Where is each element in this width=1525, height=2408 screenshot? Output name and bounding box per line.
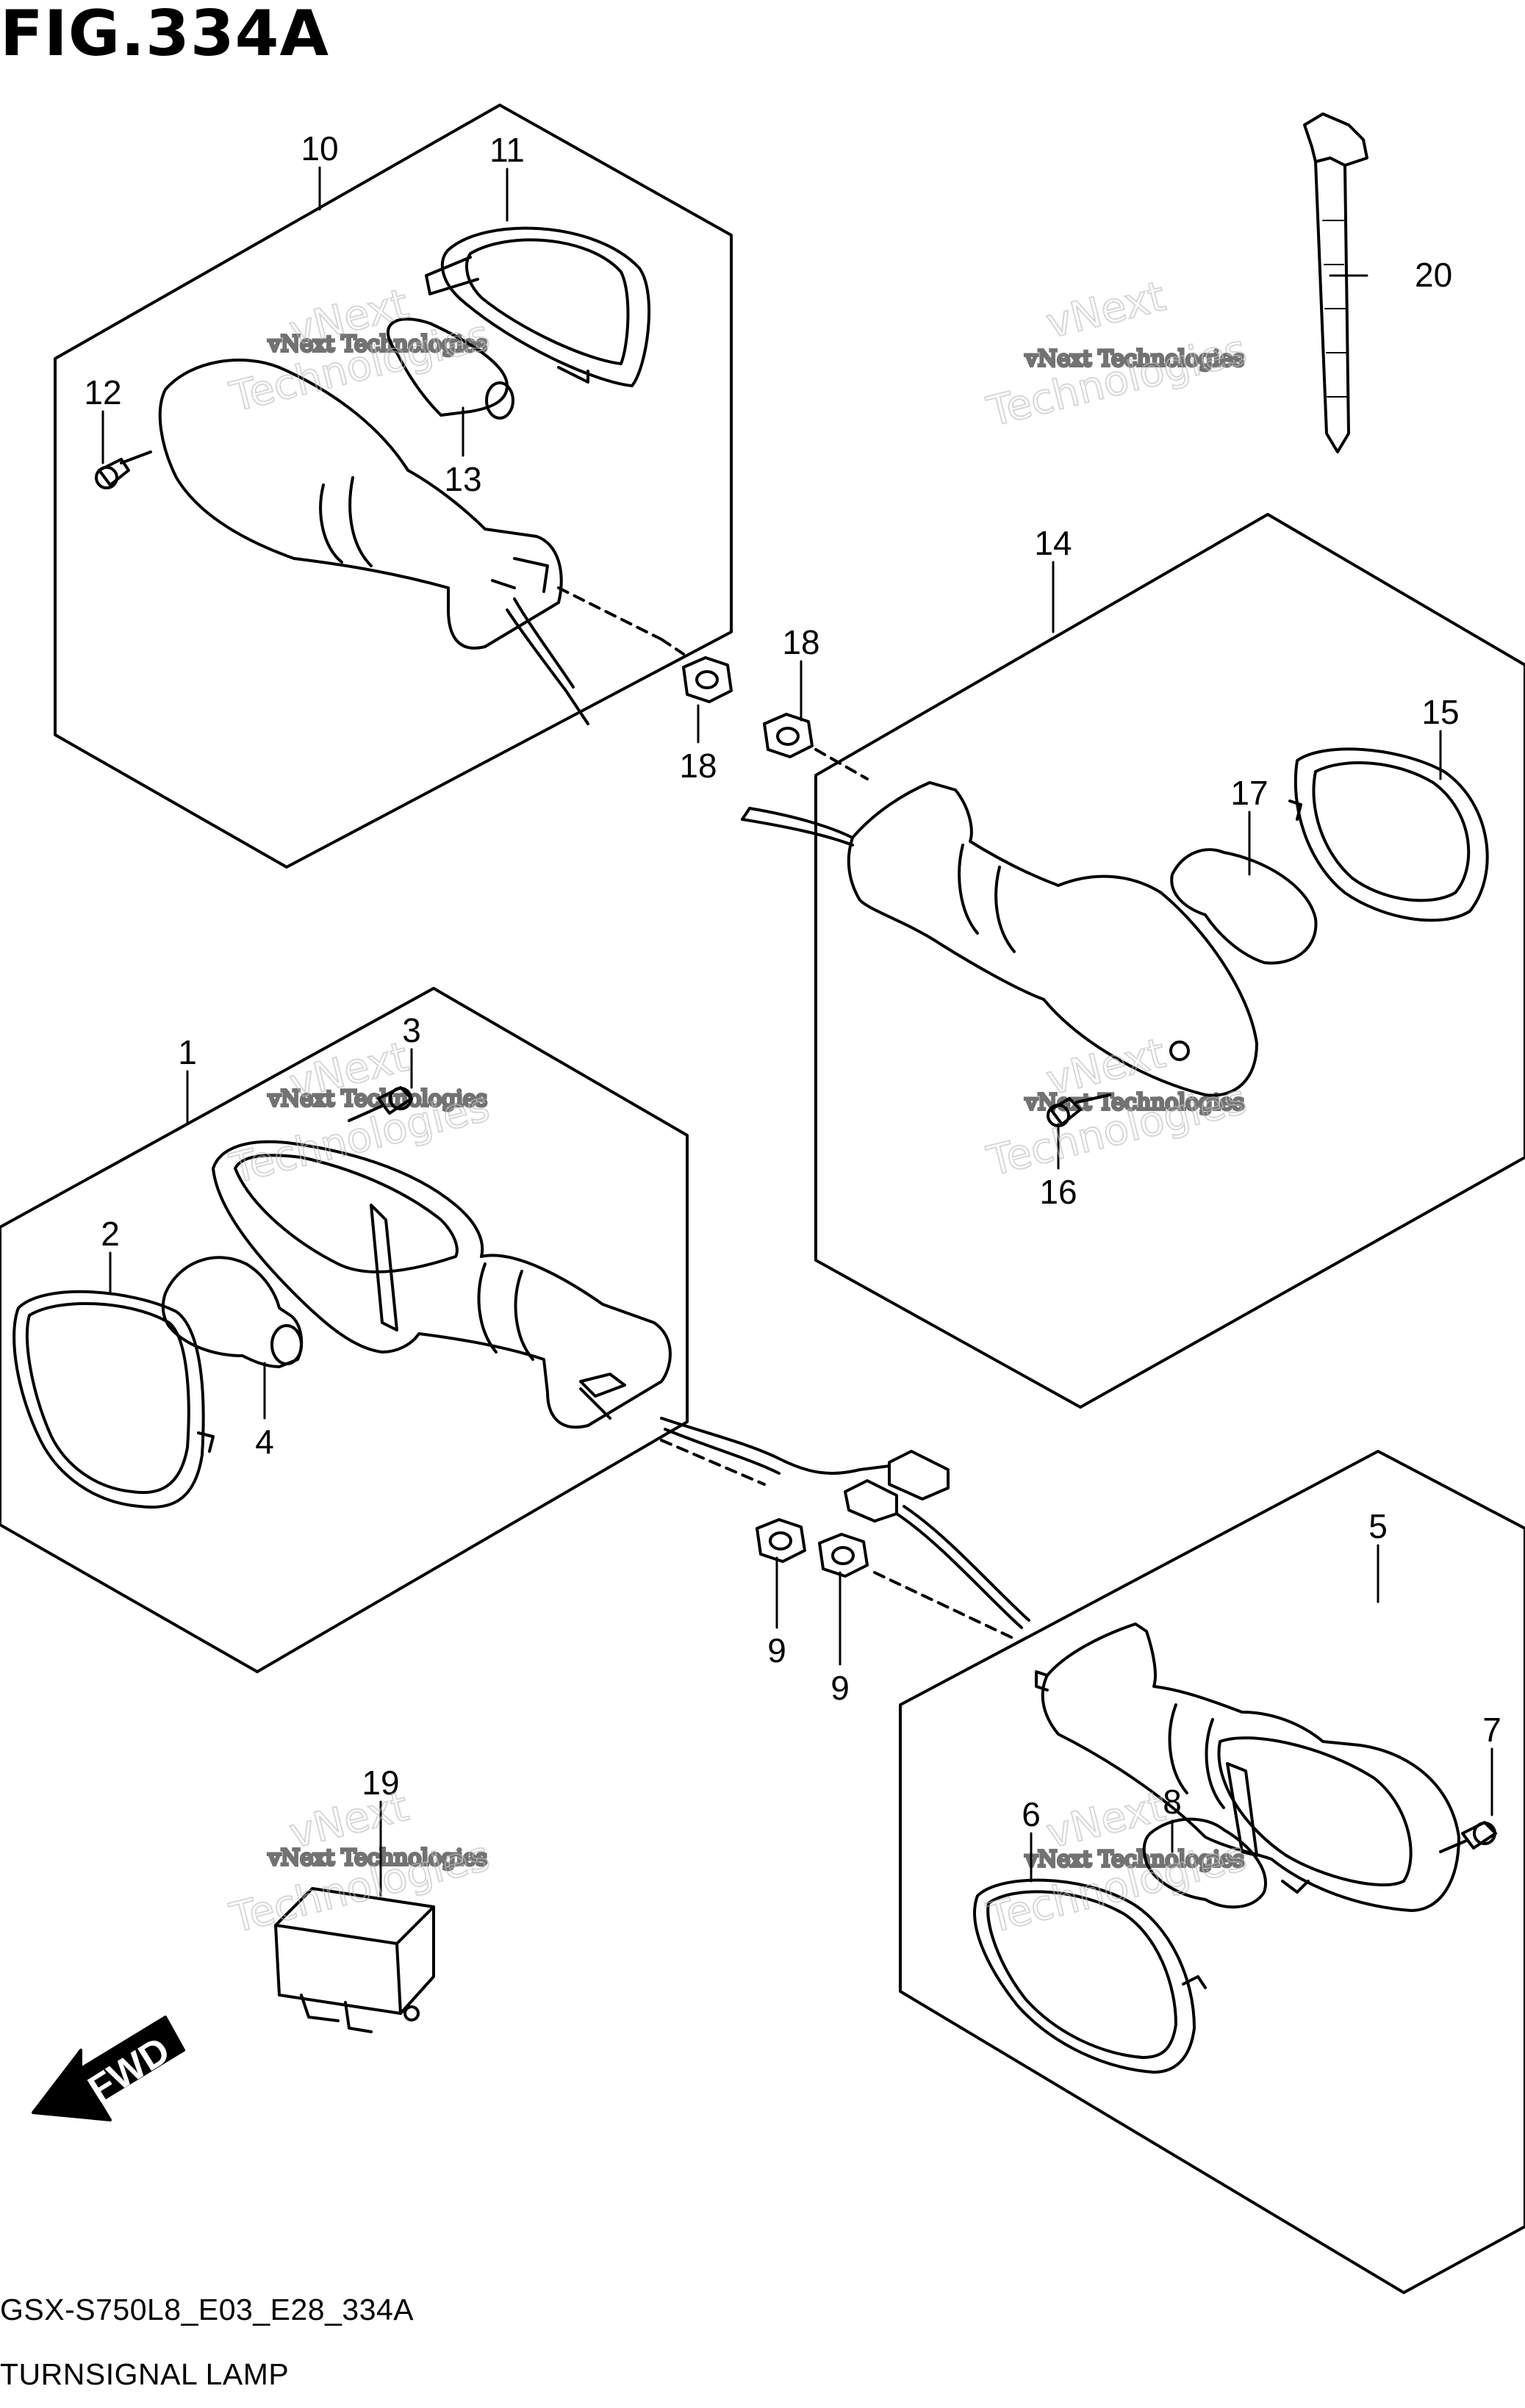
callout-18b: 18 [679, 747, 717, 785]
figure-name: TURNSIGNAL LAMP [0, 2357, 290, 2391]
nut-9-right [818, 1533, 1016, 1640]
lens-11 [440, 226, 651, 387]
assembly-box-10 [54, 104, 733, 869]
callout-labels: 1 2 3 4 5 6 7 8 9 9 10 11 12 13 14 15 16… [84, 129, 1501, 1833]
assembly-box-5 [899, 1450, 1525, 2294]
turn-signal-assembly-14 [741, 747, 1489, 1127]
callout-3: 3 [402, 1011, 421, 1049]
housing-10 [158, 359, 563, 650]
nut-18-left [682, 656, 733, 703]
callout-4: 4 [255, 1423, 274, 1461]
assembly-box-14 [814, 513, 1525, 1409]
callout-16: 16 [1039, 1173, 1077, 1211]
callout-14: 14 [1034, 524, 1072, 562]
callout-7: 7 [1482, 1711, 1501, 1749]
housing-14 [847, 781, 1258, 1097]
housing-1 [212, 1140, 672, 1429]
lens-2 [12, 1290, 205, 1509]
nut-9-left [756, 1518, 806, 1563]
screw-16 [1049, 1093, 1111, 1126]
watermark-text: vNext Technologies [1025, 1090, 1244, 1115]
model-code: GSX-S750L8_E03_E28_334A [0, 2293, 415, 2326]
assembly-box-1 [0, 987, 689, 1673]
callout-8: 8 [1163, 1783, 1182, 1821]
cable-tie-20 [1303, 112, 1368, 453]
callout-9b: 9 [830, 1669, 850, 1707]
callout-20: 20 [1415, 256, 1452, 294]
relay-19 [274, 1887, 435, 2033]
callout-15: 15 [1421, 693, 1459, 731]
turn-signal-assembly-1 [12, 1086, 1030, 1629]
figure-title: FIG.334A [0, 0, 330, 71]
callout-6: 6 [1022, 1795, 1041, 1833]
nut-18-right [763, 713, 869, 780]
bulb-13 [387, 317, 509, 417]
watermark-outline: Technologies [983, 326, 1252, 436]
watermark-text: vNext Technologies [1025, 1847, 1244, 1872]
callout-2: 2 [101, 1215, 120, 1253]
turn-signal-assembly-10 [95, 226, 685, 725]
bulb-17 [1170, 848, 1318, 965]
screw-12 [98, 450, 152, 486]
callout-11: 11 [489, 131, 525, 169]
turn-signal-assembly-5 [973, 1622, 1497, 2074]
callout-19: 19 [362, 1764, 399, 1802]
watermark-text: vNext Technologies [268, 1086, 487, 1112]
watermark-text: vNext Technologies [1025, 346, 1244, 372]
callout-9a: 9 [767, 1631, 786, 1670]
watermarks: vNext Technologies Technologies vNext vN… [225, 272, 1252, 1944]
callout-1: 1 [178, 1033, 197, 1071]
callout-17: 17 [1230, 774, 1268, 812]
fwd-arrow: FWD [32, 2016, 185, 2121]
leader-lines [101, 166, 1493, 1897]
watermark-text: vNext Technologies [268, 331, 487, 357]
watermark-outline: vNext [1042, 273, 1170, 348]
bulb-8 [1142, 1817, 1267, 1909]
lens-15 [1293, 747, 1489, 922]
screw-7 [1439, 1821, 1497, 1853]
callout-10: 10 [301, 129, 338, 168]
callout-18a: 18 [782, 623, 819, 661]
watermark-text: vNext Technologies [268, 1845, 487, 1871]
lens-6 [973, 1878, 1196, 2074]
callout-5: 5 [1368, 1507, 1388, 1545]
housing-5 [1041, 1622, 1460, 1912]
callout-12: 12 [84, 373, 121, 411]
callout-13: 13 [444, 460, 481, 498]
